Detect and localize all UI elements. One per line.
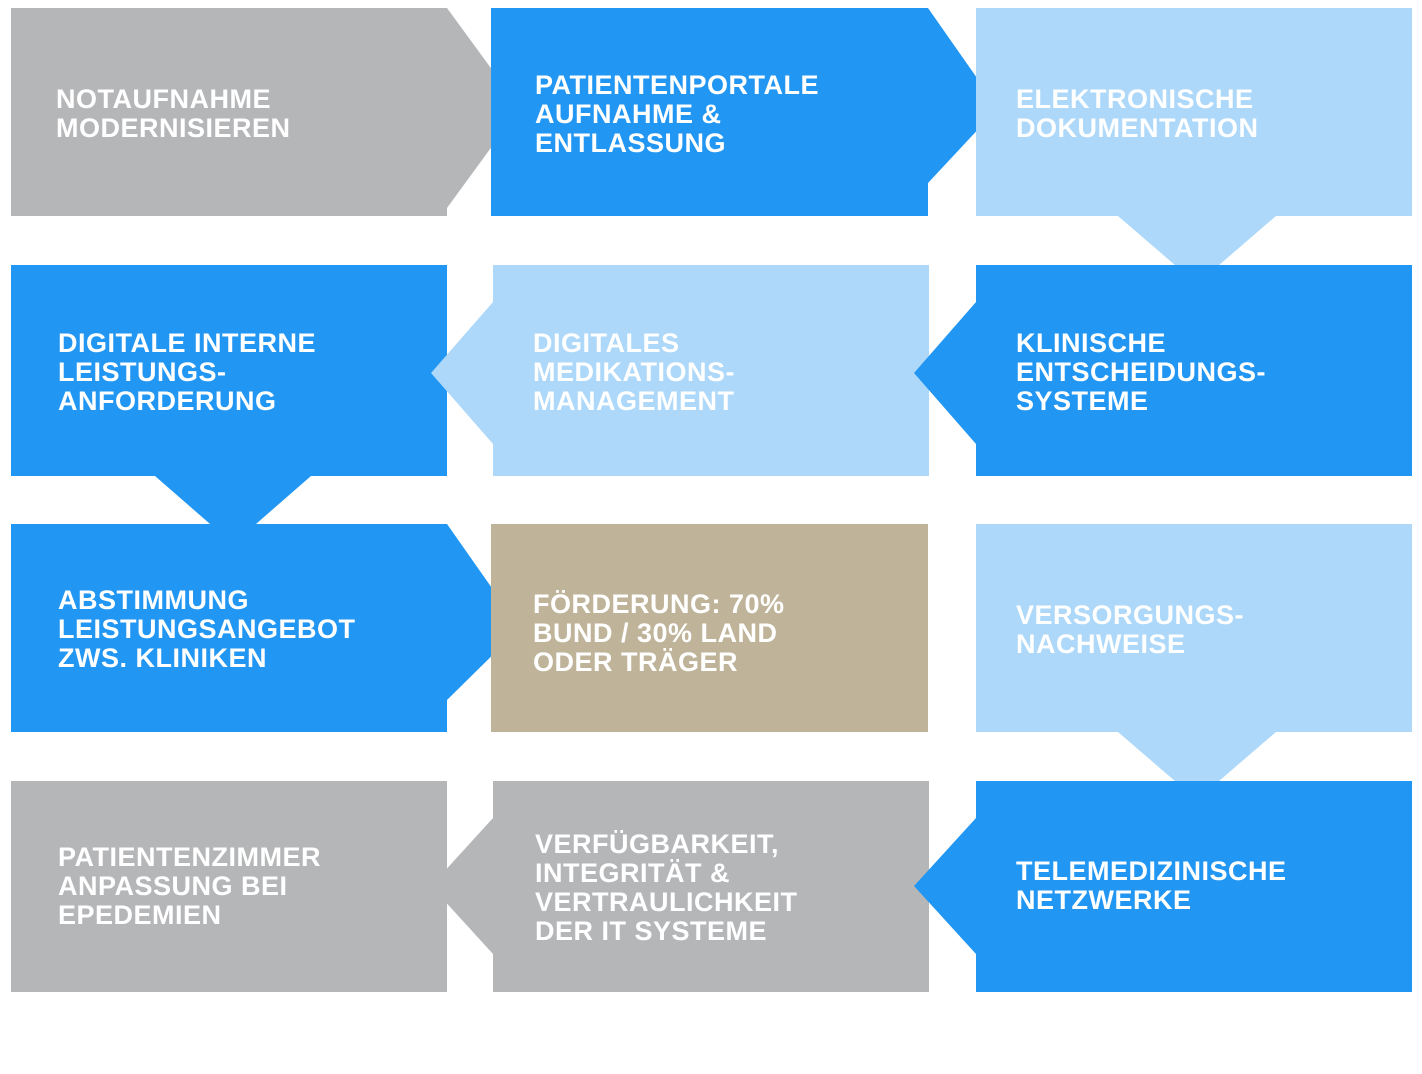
- box-shape: [11, 8, 520, 216]
- box-label-line: TELEMEDIZINISCHE: [1016, 856, 1287, 886]
- box-label-line: ENTSCHEIDUNGS-: [1016, 357, 1266, 387]
- box-label-line: FÖRDERUNG: 70%: [533, 589, 785, 619]
- box-shape: [11, 524, 520, 732]
- box-label: VERSORGUNGS-NACHWEISE: [1016, 600, 1244, 659]
- box-label-line: AUFNAHME &: [535, 99, 722, 129]
- box-label-line: EPEDEMIEN: [58, 900, 222, 930]
- box-label-line: ODER TRÄGER: [533, 647, 738, 677]
- box-label-line: ENTLASSUNG: [535, 128, 726, 158]
- box-label-line: MEDIKATIONS-: [533, 357, 735, 387]
- box-label-line: ZWS. KLINIKEN: [58, 643, 267, 673]
- box-label-line: DER IT SYSTEME: [535, 916, 767, 946]
- box-shape: [976, 524, 1412, 800]
- box-shape: [431, 265, 929, 476]
- box-label-line: VERSORGUNGS-: [1016, 600, 1244, 630]
- box-label-line: KLINISCHE: [1016, 328, 1166, 358]
- box-label-line: NETZWERKE: [1016, 885, 1192, 915]
- box-label-line: DOKUMENTATION: [1016, 113, 1258, 143]
- box-label-line: INTEGRITÄT &: [535, 858, 730, 888]
- box-label: VERFÜGBARKEIT,INTEGRITÄT &VERTRAULICHKEI…: [535, 829, 798, 946]
- box-label-line: PATIENTENZIMMER: [58, 842, 321, 872]
- box-shape: [914, 265, 1412, 476]
- box-shape: [491, 524, 928, 732]
- box-label-line: ANFORDERUNG: [58, 386, 277, 416]
- box-shape: [11, 265, 447, 544]
- box-shape: [976, 8, 1412, 284]
- box-shape: [431, 781, 929, 992]
- box-label-line: DIGITALE INTERNE: [58, 328, 316, 358]
- box-shape: [491, 8, 998, 216]
- box-label-line: LEISTUNGSANGEBOT: [58, 614, 356, 644]
- box-label-line: MANAGEMENT: [533, 386, 735, 416]
- box-label-line: PATIENTENPORTALE: [535, 70, 819, 100]
- box-label-line: LEISTUNGS-: [58, 357, 227, 387]
- box-label-line: MODERNISIEREN: [56, 113, 291, 143]
- box-it-systeme: VERFÜGBARKEIT,INTEGRITÄT &VERTRAULICHKEI…: [431, 781, 929, 992]
- box-shape: [914, 781, 1412, 992]
- box-label-line: DIGITALES: [533, 328, 680, 358]
- box-label-line: SYSTEME: [1016, 386, 1149, 416]
- box-label-line: ANPASSUNG BEI: [58, 871, 288, 901]
- box-shape: [11, 781, 447, 992]
- box-label-line: ELEKTRONISCHE: [1016, 84, 1254, 114]
- box-label-line: NACHWEISE: [1016, 629, 1186, 659]
- box-label-line: VERFÜGBARKEIT,: [535, 829, 779, 859]
- box-label-line: VERTRAULICHKEIT: [535, 887, 798, 917]
- box-label-line: ABSTIMMUNG: [58, 585, 249, 615]
- box-label-line: BUND / 30% LAND: [533, 618, 778, 648]
- box-label-line: NOTAUFNAHME: [56, 84, 271, 114]
- box-versorgungsnachweise: VERSORGUNGS-NACHWEISE: [976, 524, 1412, 800]
